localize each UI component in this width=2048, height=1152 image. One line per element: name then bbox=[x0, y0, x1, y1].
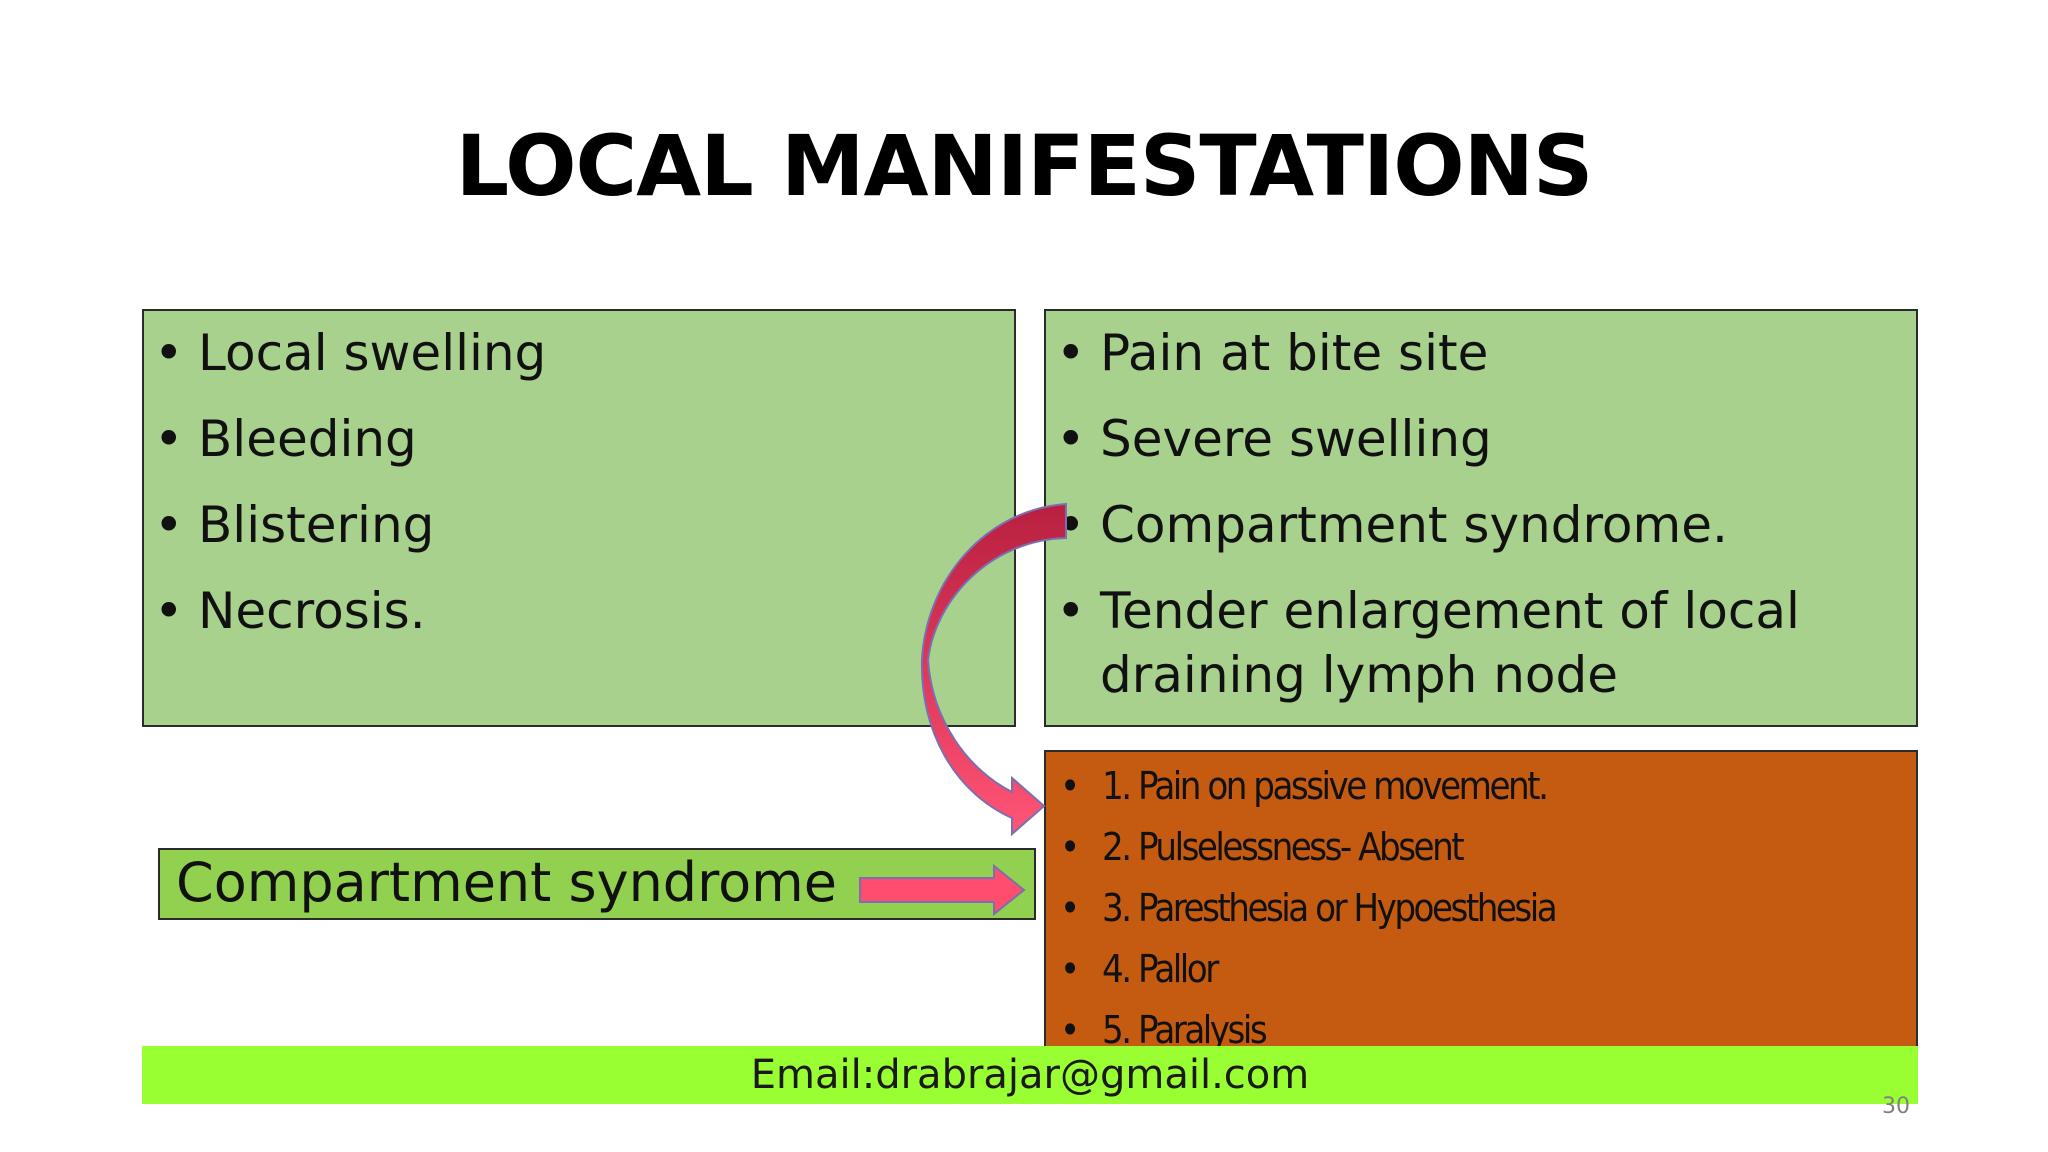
compartment-signs-list: 1. Pain on passive movement. 2. Pulseles… bbox=[1046, 752, 1916, 1061]
list-item: Tender enlargement of local draining lym… bbox=[1046, 579, 1916, 707]
footer-email: Email:drabrajar@gmail.com bbox=[750, 1052, 1310, 1098]
footer-bar: Email:drabrajar@gmail.com bbox=[142, 1046, 1918, 1104]
list-item: Blistering bbox=[144, 493, 1014, 557]
compartment-syndrome-label-box: Compartment syndrome bbox=[158, 848, 1036, 920]
compartment-signs-box: 1. Pain on passive movement. 2. Pulseles… bbox=[1044, 750, 1918, 1061]
local-signs-box: Local swelling Bleeding Blistering Necro… bbox=[142, 309, 1016, 727]
compartment-syndrome-label: Compartment syndrome bbox=[176, 851, 837, 914]
list-item: Bleeding bbox=[144, 407, 1014, 471]
slide-title: LOCAL MANIFESTATIONS bbox=[455, 117, 1594, 215]
list-item: 4. Pallor bbox=[1046, 939, 1916, 1000]
list-item: 5. Paralysis bbox=[1046, 1000, 1916, 1061]
local-signs-list: Local swelling Bleeding Blistering Necro… bbox=[144, 311, 1014, 643]
list-item: Necrosis. bbox=[144, 579, 1014, 643]
list-item: 2. Pulselessness- Absent bbox=[1046, 817, 1916, 878]
list-item: Compartment syndrome. bbox=[1046, 493, 1916, 557]
page-number: 30 bbox=[1882, 1094, 1910, 1119]
list-item: Pain at bite site bbox=[1046, 321, 1916, 385]
local-symptoms-box: Pain at bite site Severe swelling Compar… bbox=[1044, 309, 1918, 727]
list-item: Severe swelling bbox=[1046, 407, 1916, 471]
local-symptoms-list: Pain at bite site Severe swelling Compar… bbox=[1046, 311, 1916, 707]
list-item: Local swelling bbox=[144, 321, 1014, 385]
list-item: 3. Paresthesia or Hypoesthesia bbox=[1046, 878, 1916, 939]
list-item: 1. Pain on passive movement. bbox=[1046, 756, 1916, 817]
